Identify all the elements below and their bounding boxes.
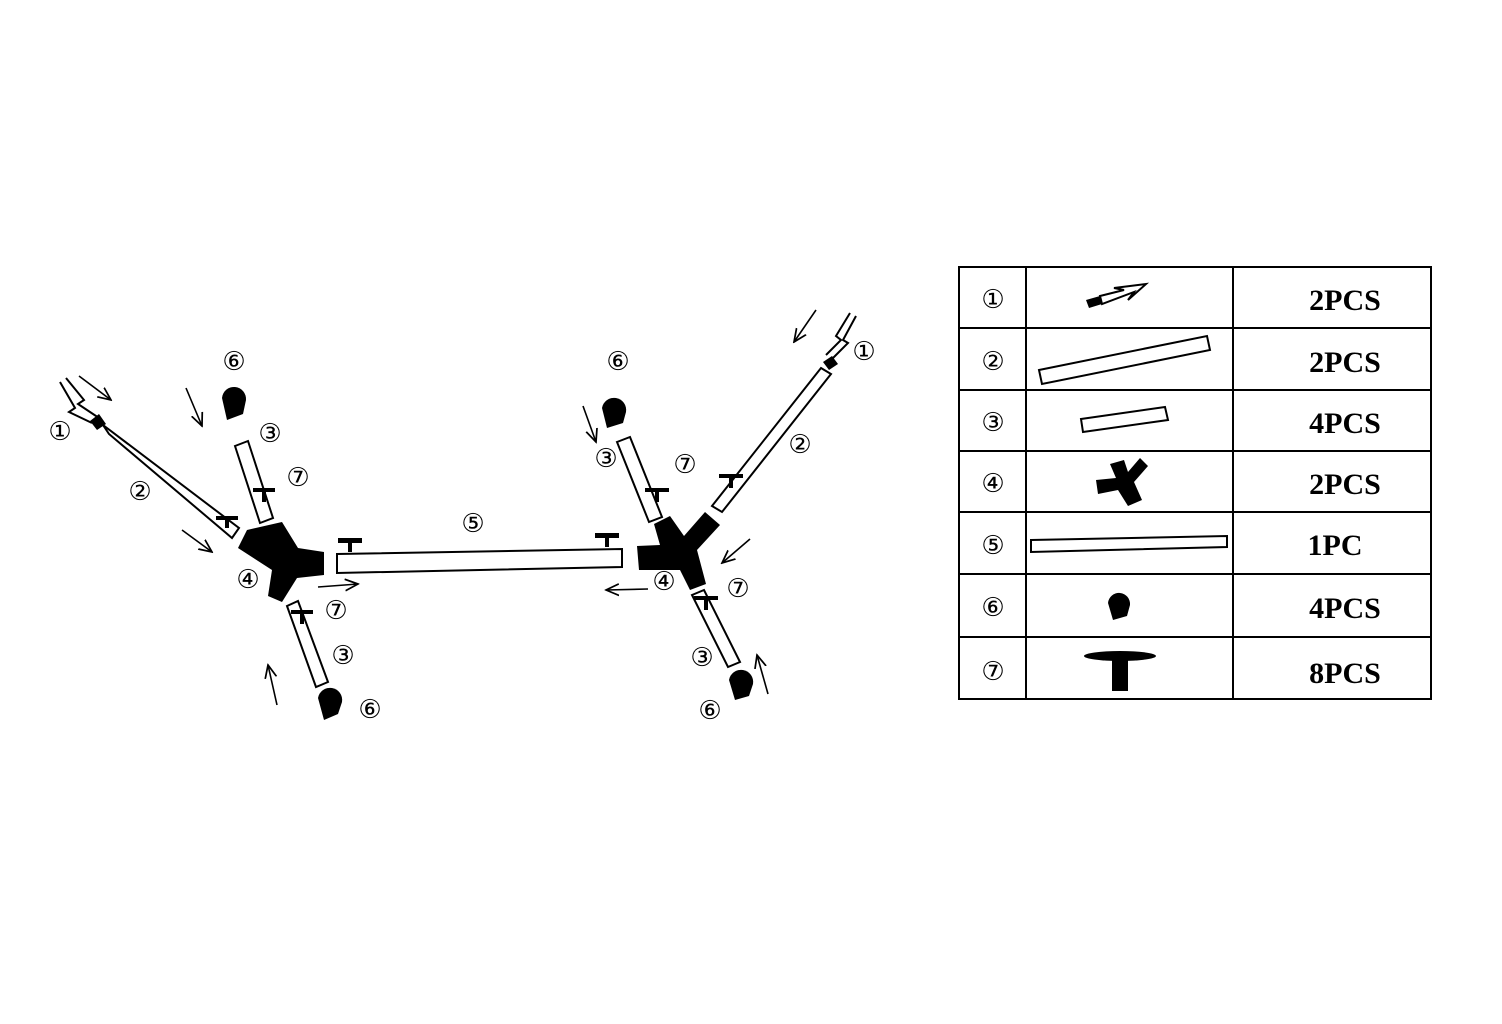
long-tube-icon [1037, 334, 1212, 386]
table-row-1-number: ① [981, 285, 1004, 315]
callout-3: ③ [331, 641, 354, 671]
center-bar-icon [1030, 534, 1228, 554]
arrow-icon [794, 309, 817, 342]
callout-3: ③ [690, 643, 713, 673]
left-t-pin [216, 516, 238, 528]
table-row-5-qty: 1PC [1308, 529, 1363, 562]
left-long-tube [102, 424, 241, 540]
callout-4: ④ [236, 565, 259, 595]
arrow-icon [582, 405, 596, 442]
table-row-1-qty: 2PCS [1309, 284, 1381, 317]
left-top-cap [222, 386, 247, 420]
table-row-2-qty: 2PCS [1309, 346, 1381, 379]
right-connector [637, 512, 720, 590]
right-long-tube [710, 366, 833, 514]
callout-7: ⑦ [286, 463, 309, 493]
callout-1: ① [852, 337, 875, 367]
left-bottom-cap [318, 687, 343, 720]
right-bottom-cap [729, 669, 754, 700]
right-upper-short-tube [615, 435, 664, 524]
table-row-4-number: ④ [981, 469, 1004, 499]
right-t-pin [694, 596, 718, 610]
arrow-icon [757, 655, 769, 695]
table-row-7-number: ⑦ [981, 657, 1004, 687]
callout-labels: ① ② ⑥ ③ ⑦ ④ ⑦ ③ ⑥ ⑤ ⑥ ③ ⑦ ② ① ④ ⑦ ③ ⑥ [48, 337, 875, 726]
callout-6: ⑥ [222, 347, 245, 377]
table-row-6-qty: 4PCS [1309, 592, 1381, 625]
t-pin-icon [1084, 651, 1156, 691]
callout-3: ③ [258, 419, 281, 449]
right-t-pin [645, 488, 669, 502]
table-row-6-number: ⑥ [981, 593, 1004, 623]
arrow-icon [722, 538, 751, 563]
right-t-pin [719, 474, 743, 488]
table-row-3-qty: 4PCS [1309, 407, 1381, 440]
left-t-pin [253, 488, 275, 502]
callout-2: ② [788, 430, 811, 460]
left-connector [238, 522, 324, 602]
callout-6: ⑥ [698, 696, 721, 726]
short-tube-icon [1079, 405, 1170, 434]
callout-7: ⑦ [324, 596, 347, 626]
connector-icon [1096, 458, 1148, 506]
left-stake-part [59, 377, 106, 430]
left-t-pin [291, 610, 313, 624]
callout-1: ① [48, 417, 71, 447]
arrow-icon [317, 584, 358, 587]
arrow-icon [181, 529, 212, 552]
right-top-cap [602, 397, 627, 428]
left-t-pin [338, 538, 362, 552]
left-assembly [59, 375, 362, 720]
callout-7: ⑦ [726, 574, 749, 604]
center-t-pin [595, 533, 619, 547]
right-stake-part [823, 312, 857, 370]
arrow-icon [268, 665, 278, 706]
callout-2: ② [128, 477, 151, 507]
parts-table: ① 2PCS ② 2PCS ③ 4PCS ④ 2PCS ⑤ 1PC ⑥ 4PCS… [958, 266, 1432, 700]
arrow-icon [606, 589, 649, 590]
left-upper-short-tube [233, 439, 275, 525]
cap-icon [1108, 592, 1131, 620]
arrow-icon [78, 375, 111, 400]
center-long-bar [336, 547, 623, 575]
table-row-3-number: ③ [981, 408, 1004, 438]
callout-5: ⑤ [461, 509, 484, 539]
right-assembly [582, 309, 857, 700]
stake-part-icon [1086, 282, 1150, 308]
table-row-5-number: ⑤ [981, 531, 1004, 561]
callout-3: ③ [594, 444, 617, 474]
table-row-4-qty: 2PCS [1309, 468, 1381, 501]
callout-6: ⑥ [606, 347, 629, 377]
left-lower-short-tube [285, 599, 330, 689]
callout-4: ④ [652, 567, 675, 597]
callout-6: ⑥ [358, 695, 381, 725]
callout-7: ⑦ [673, 450, 696, 480]
arrow-icon [185, 387, 202, 426]
table-row-7-qty: 8PCS [1309, 657, 1381, 690]
table-row-2-number: ② [981, 347, 1004, 377]
